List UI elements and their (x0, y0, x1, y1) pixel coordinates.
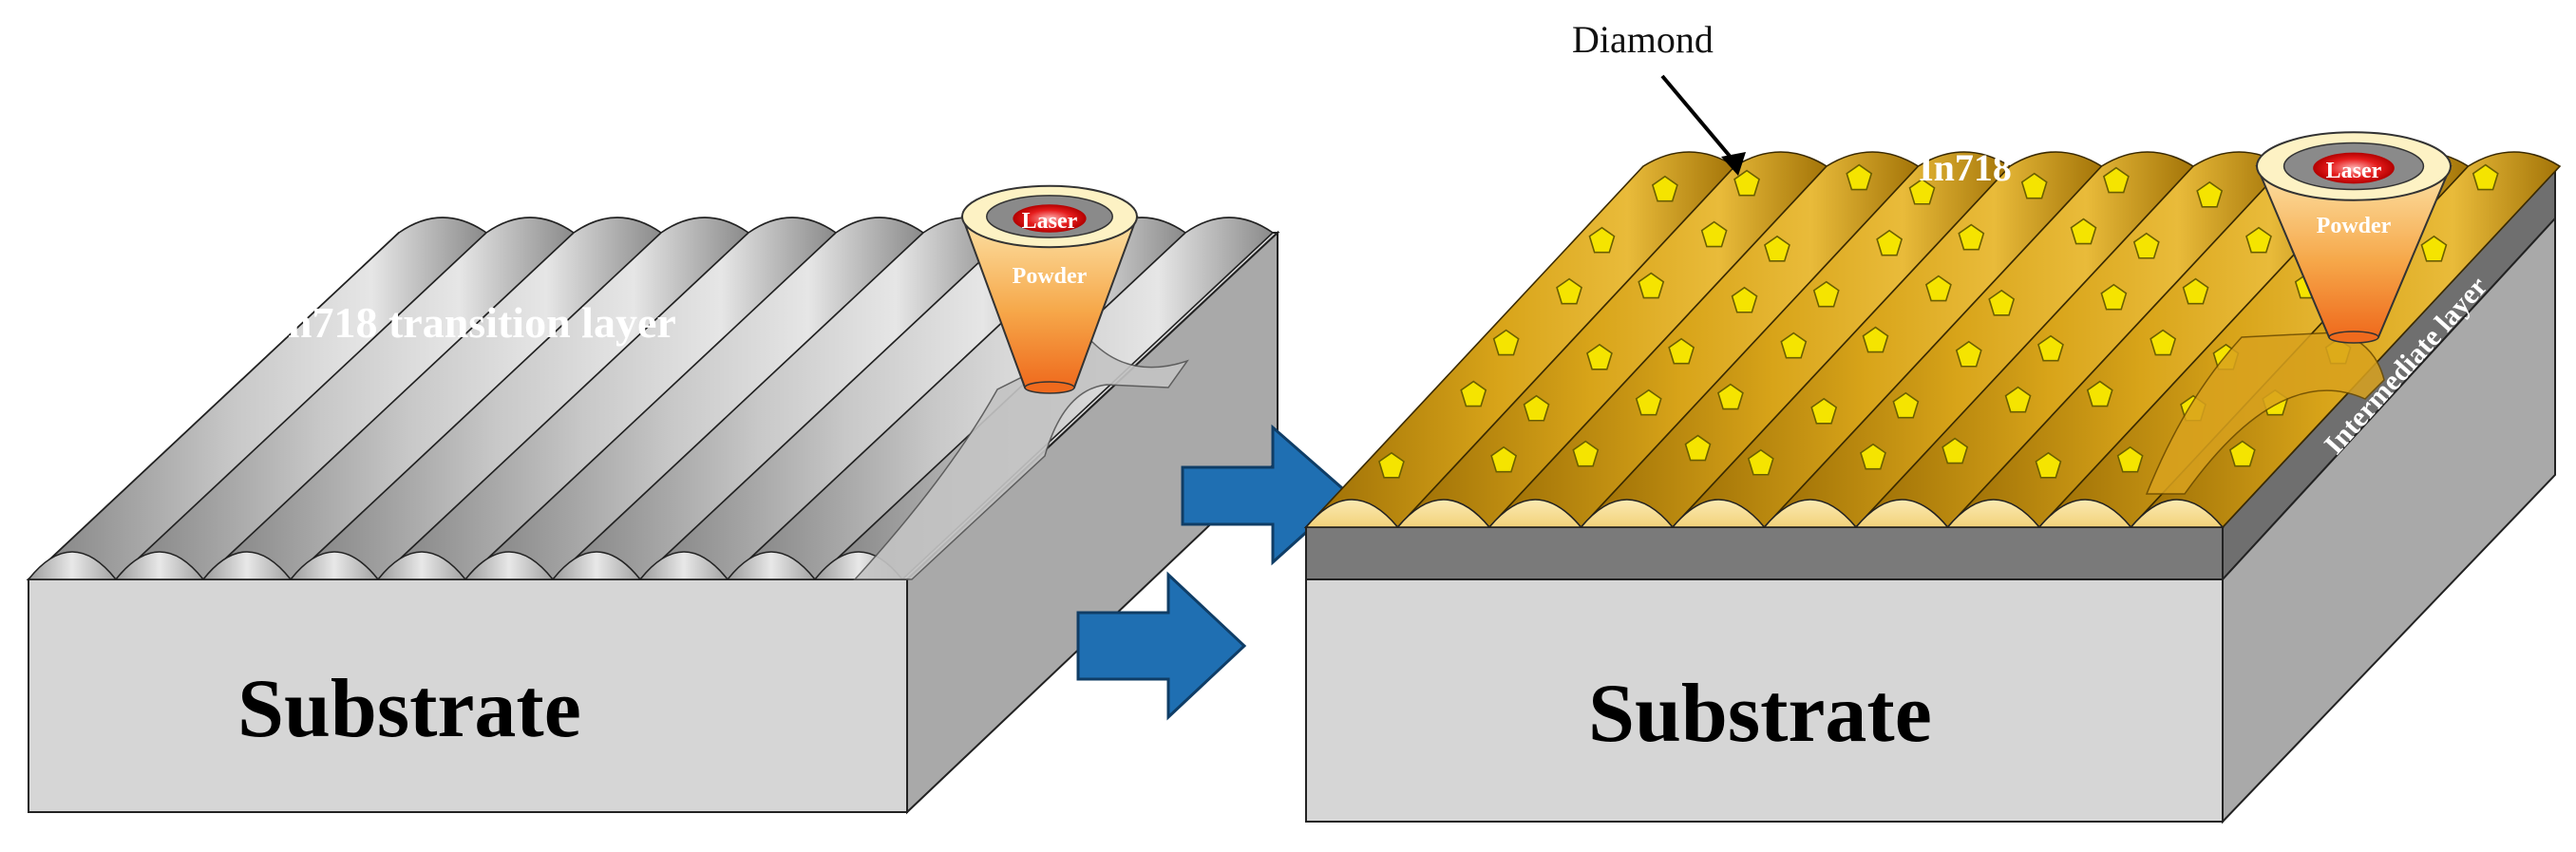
laser-label: Laser (2326, 159, 2382, 183)
cream-bead-end (1579, 499, 1675, 528)
diamond-crystal-icon (1860, 443, 1886, 470)
diamond-crystal-icon (2420, 235, 2448, 262)
diamond-crystal-icon (2004, 386, 2032, 413)
diamond-crystal-icon (1586, 343, 1613, 370)
diamond-crystal-icon (1651, 175, 1678, 202)
arrow-right-icon (1076, 571, 1247, 721)
diamond-crystal-icon (2020, 172, 2048, 199)
diamond-crystal-icon (2070, 218, 2097, 245)
left-block: Substrate In718 transition layer LaserPo… (26, 184, 1280, 815)
diamond-crystal-icon (2086, 380, 2113, 407)
left-substrate-front (28, 578, 908, 813)
diamond-crystal-icon (2150, 329, 2177, 356)
diamond-crystal-icon (1731, 286, 1758, 313)
diamond-crystal-icon (1700, 220, 1728, 248)
diamond-crystal-icon (2116, 445, 2144, 473)
diamond-crystal-icon (1955, 340, 1982, 368)
diamond-crystal-icon (1684, 434, 1712, 462)
laser-label: Laser (1022, 209, 1078, 234)
diamond-crystal-icon (1638, 272, 1665, 299)
right-bead-group (1304, 499, 2225, 528)
powder-label: Powder (2317, 214, 2392, 238)
diamond-crystal-icon (2245, 226, 2272, 254)
gray-bead-end (376, 551, 467, 580)
diamond-crystal-icon (1747, 448, 1774, 476)
diamond-crystal-icon (2100, 283, 2128, 311)
laser-spot-icon (2313, 152, 2395, 184)
diamond-crystal-icon (1588, 226, 1616, 254)
diamond-crystal-icon (1941, 437, 1969, 464)
cream-bead-end (1304, 499, 1400, 528)
diamond-crystal-icon (2472, 163, 2499, 191)
diamond-pointer-line (1660, 74, 1740, 168)
diamond-crystal-icon (1924, 275, 1952, 302)
diamond-crystal-icon (2196, 180, 2224, 208)
diamond-crystal-icon (2037, 334, 2064, 362)
diamond-crystal-icon (1556, 277, 1582, 305)
diamond-crystal-icon (1908, 178, 1936, 205)
diamond-crystal-icon (2182, 277, 2209, 305)
diamond-crystal-icon (1635, 388, 1662, 416)
diamond-crystal-icon (1523, 394, 1550, 422)
diamond-crystal-icon (1988, 289, 2016, 316)
gray-bead-end (726, 551, 817, 580)
gray-bead-end (114, 551, 205, 580)
gray-bead-end (464, 551, 555, 580)
left-bead-group (27, 551, 904, 580)
diamond-crystal-icon (1810, 397, 1838, 425)
diamond-crystal-icon (1572, 440, 1600, 467)
diamond-pointer-arrowhead (1721, 152, 1746, 176)
diamond-crystal-icon (1378, 451, 1405, 479)
diamond-crystal-icon (1812, 280, 1840, 308)
left-layer-label: In718 transition layer (271, 298, 676, 347)
nozzle-tip (2328, 331, 2379, 344)
diamond-crystal-icon (1846, 163, 1873, 191)
diamond-crystal-icon (2132, 232, 2160, 259)
gray-bead-end (289, 551, 380, 580)
diamond-crystal-icon (1490, 445, 1518, 473)
cream-bead-end (1395, 499, 1491, 528)
right-substrate-label: Substrate (1588, 668, 1932, 760)
nozzle-tip (1024, 381, 1075, 394)
diamond-crystal-icon (2102, 166, 2130, 194)
powder-label: Powder (1013, 264, 1088, 289)
laser-spot-icon (1013, 204, 1087, 233)
left-melt-pool (853, 341, 1189, 580)
right-substrate-front (1305, 578, 2224, 823)
cream-bead-end (1671, 499, 1767, 528)
cream-bead-end (1945, 499, 2041, 528)
diamond-crystal-icon (2035, 451, 2062, 479)
gray-bead-end (551, 551, 642, 580)
diamond-crystal-icon (1892, 391, 1920, 419)
diamond-crystal-icon (1668, 337, 1695, 365)
gray-bead-end (27, 551, 118, 580)
right-intermediate-front (1305, 526, 2224, 580)
left-substrate-label: Substrate (237, 663, 581, 755)
cream-bead-end (2037, 499, 2133, 528)
diamond-crystal-icon (1958, 223, 1985, 251)
cream-bead-end (2129, 499, 2225, 528)
diamond-crystal-icon (1733, 169, 1760, 197)
diamond-crystal-icon (1716, 383, 1744, 410)
right-melt-pool (2145, 331, 2385, 495)
cream-bead-end (1854, 499, 1950, 528)
diamond-crystal-icon (1780, 331, 1808, 359)
diamond-crystal-icon (2228, 440, 2256, 467)
diamond-crystal-icon (1862, 326, 1889, 353)
right-block: Substrate In718 Intermediate layer Diamo… (1303, 18, 2562, 824)
right-clad-label: In718 (1919, 146, 2012, 189)
cream-bead-end (1762, 499, 1858, 528)
cream-bead-end (1487, 499, 1583, 528)
diamond-crystal-icon (1876, 229, 1904, 256)
diamond-crystal-icon (1460, 380, 1487, 407)
right-top-label: Diamond (1572, 18, 1714, 61)
gray-bead-end (638, 551, 729, 580)
diamond-crystal-icon (1764, 235, 1790, 262)
gray-bead-end (201, 551, 293, 580)
diamond-crystal-icon (1492, 329, 1520, 356)
